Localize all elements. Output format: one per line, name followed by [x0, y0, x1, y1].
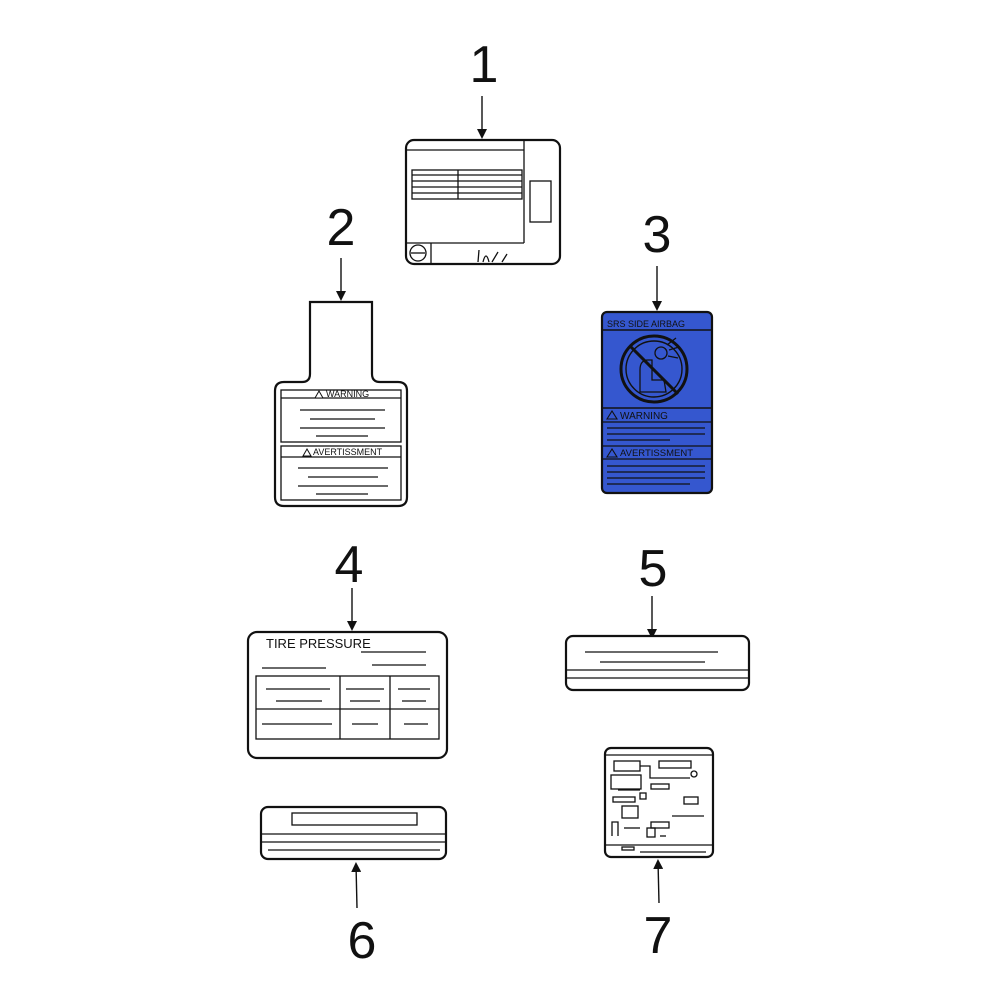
airbag-warning-text: WARNING [620, 411, 668, 422]
arrow-icon [653, 859, 664, 904]
arrow-icon [351, 862, 362, 909]
part-4-tire-pressure-label[interactable]: 4 TIRE PRESSURE [246, 536, 449, 760]
callout-6: 6 [348, 912, 377, 970]
no-child-seat-icon [619, 334, 689, 404]
part-1-emission-label[interactable]: 1 [404, 36, 562, 266]
callout-5: 5 [639, 540, 668, 598]
logo-icon [409, 244, 427, 262]
airbag-avertissment-text: AVERTISSMENT [620, 448, 693, 459]
warning-triangle-icon [302, 447, 312, 457]
part-3-srs-side-airbag-label[interactable]: 3 SRS SIDE AIRBAG WARNING AVERTISSMENT [600, 206, 714, 495]
airbag-title-text: SRS SIDE AIRBAG [607, 319, 685, 329]
part-7-vacuum-hose-label[interactable]: 7 [603, 746, 715, 965]
warning-triangle-icon [606, 447, 618, 458]
tire-pressure-title: TIRE PRESSURE [266, 636, 371, 651]
label2-warning-text: WARNING [326, 389, 369, 399]
part-2-warning-label[interactable]: 2 WARNING AVERTISSMENT [273, 199, 409, 508]
warning-triangle-icon [314, 389, 324, 399]
label2-avertissment-text: AVERTISSMENT [313, 447, 383, 457]
callout-7: 7 [644, 907, 673, 965]
callout-4: 4 [335, 536, 364, 594]
warning-triangle-icon [606, 409, 618, 420]
part-6-label[interactable]: 6 [259, 805, 448, 970]
part-5-label[interactable]: 5 [564, 540, 751, 692]
callout-3: 3 [643, 206, 672, 264]
callout-2: 2 [327, 199, 356, 257]
callout-1: 1 [470, 36, 499, 94]
